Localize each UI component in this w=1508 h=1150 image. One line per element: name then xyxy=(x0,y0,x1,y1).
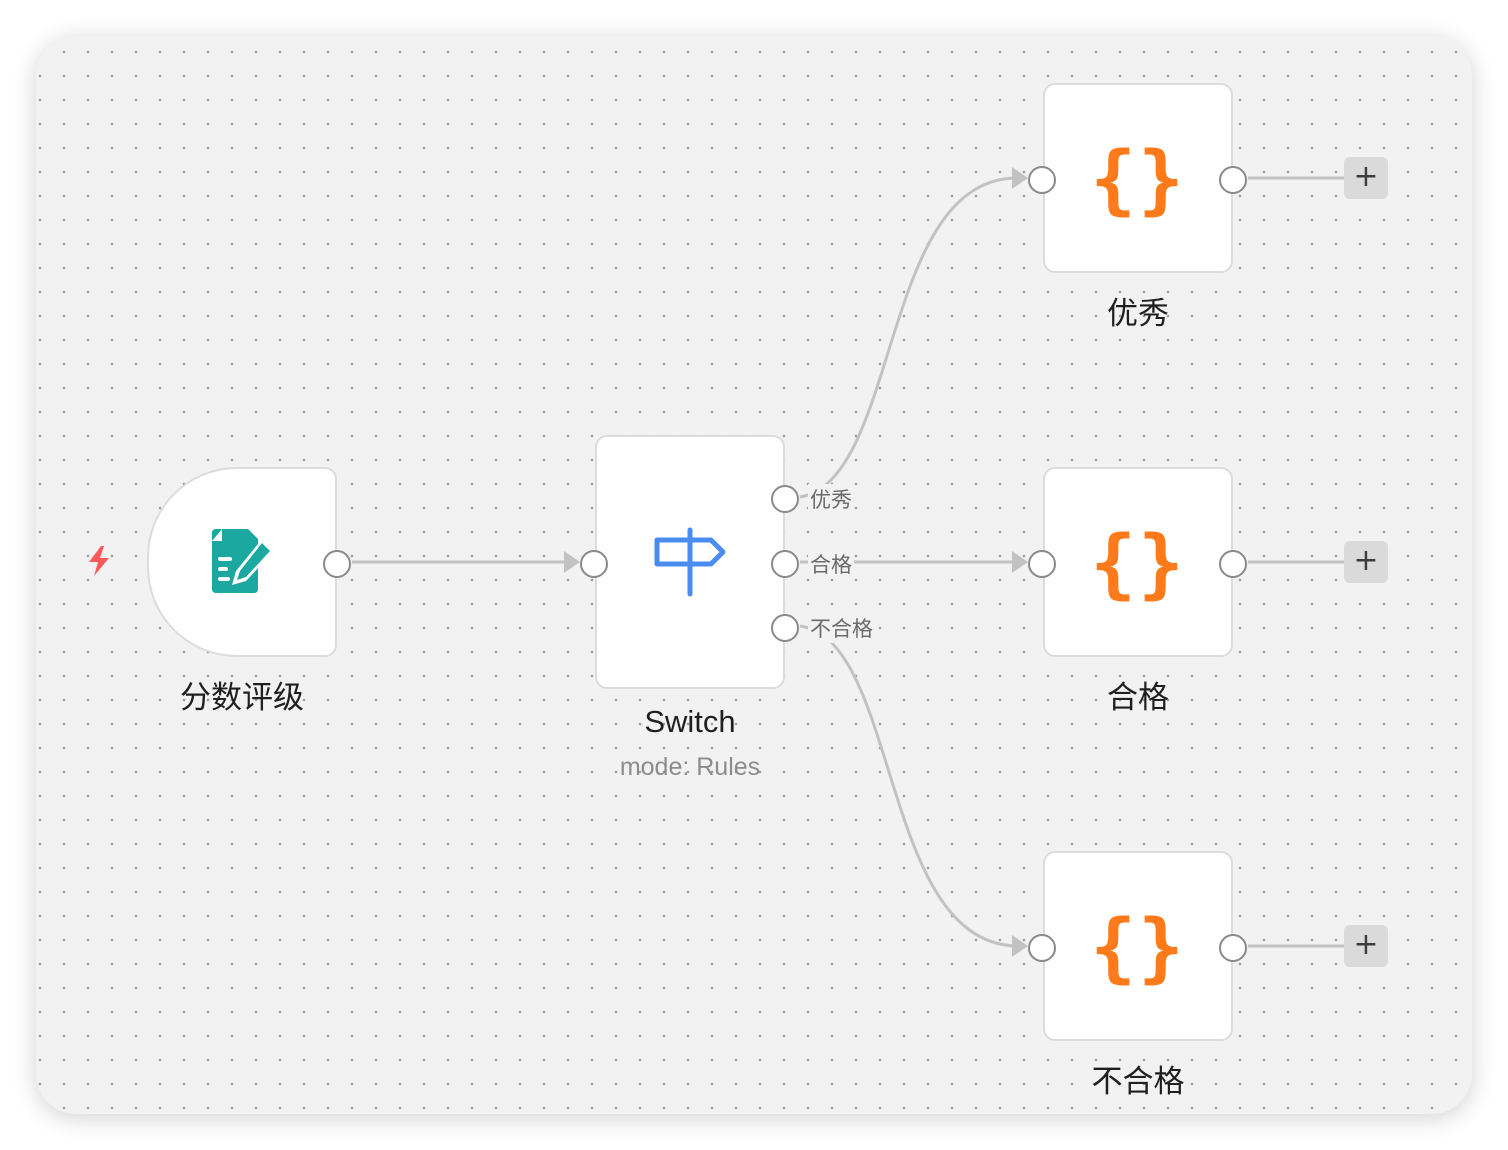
input-port[interactable] xyxy=(1028,934,1056,962)
output-port[interactable] xyxy=(323,550,351,578)
output-port-fail[interactable] xyxy=(771,614,799,642)
add-node-button[interactable]: + xyxy=(1344,157,1388,199)
code-braces-icon: {} xyxy=(1090,133,1186,223)
switch-node-subtitle: mode: Rules xyxy=(619,753,761,781)
switch-output-label: 合格 xyxy=(808,549,854,579)
switch-output-label: 不合格 xyxy=(808,613,875,643)
add-node-button[interactable]: + xyxy=(1344,925,1388,967)
output-port-pass[interactable] xyxy=(771,550,799,578)
code-braces-icon: {} xyxy=(1090,517,1186,607)
node-icon-wrapper xyxy=(149,469,335,655)
trigger-node-score-grading[interactable] xyxy=(147,467,351,657)
switch-node-label: Switch xyxy=(644,704,736,739)
add-node-button[interactable]: + xyxy=(1344,541,1388,583)
switch-output-label: 优秀 xyxy=(808,484,854,514)
node-icon-wrapper: {} xyxy=(1045,469,1231,655)
code-node-pass[interactable]: {} xyxy=(1028,467,1247,657)
form-edit-icon xyxy=(212,529,274,593)
input-port[interactable] xyxy=(580,550,608,578)
node-icon-wrapper: {} xyxy=(1045,853,1231,1039)
output-port[interactable] xyxy=(1219,166,1247,194)
lightning-bolt-icon xyxy=(89,546,109,576)
switch-node[interactable] xyxy=(580,435,799,689)
input-port[interactable] xyxy=(1028,550,1056,578)
node-icon-wrapper xyxy=(597,437,783,687)
output-port[interactable] xyxy=(1219,934,1247,962)
output-port[interactable] xyxy=(1219,550,1247,578)
code-node-excellent[interactable]: {} xyxy=(1028,83,1247,273)
code-braces-icon: {} xyxy=(1090,901,1186,991)
trigger-node-label: 分数评级 xyxy=(180,680,304,716)
node-icon-wrapper: {} xyxy=(1045,85,1231,271)
code-node-label: 合格 xyxy=(1107,680,1169,716)
code-node-label: 不合格 xyxy=(1091,1064,1185,1100)
signpost-icon xyxy=(654,527,726,597)
output-port-excellent[interactable] xyxy=(771,485,799,513)
code-node-label: 优秀 xyxy=(1107,296,1169,332)
input-port[interactable] xyxy=(1028,166,1056,194)
code-node-fail[interactable]: {} xyxy=(1028,851,1247,1041)
